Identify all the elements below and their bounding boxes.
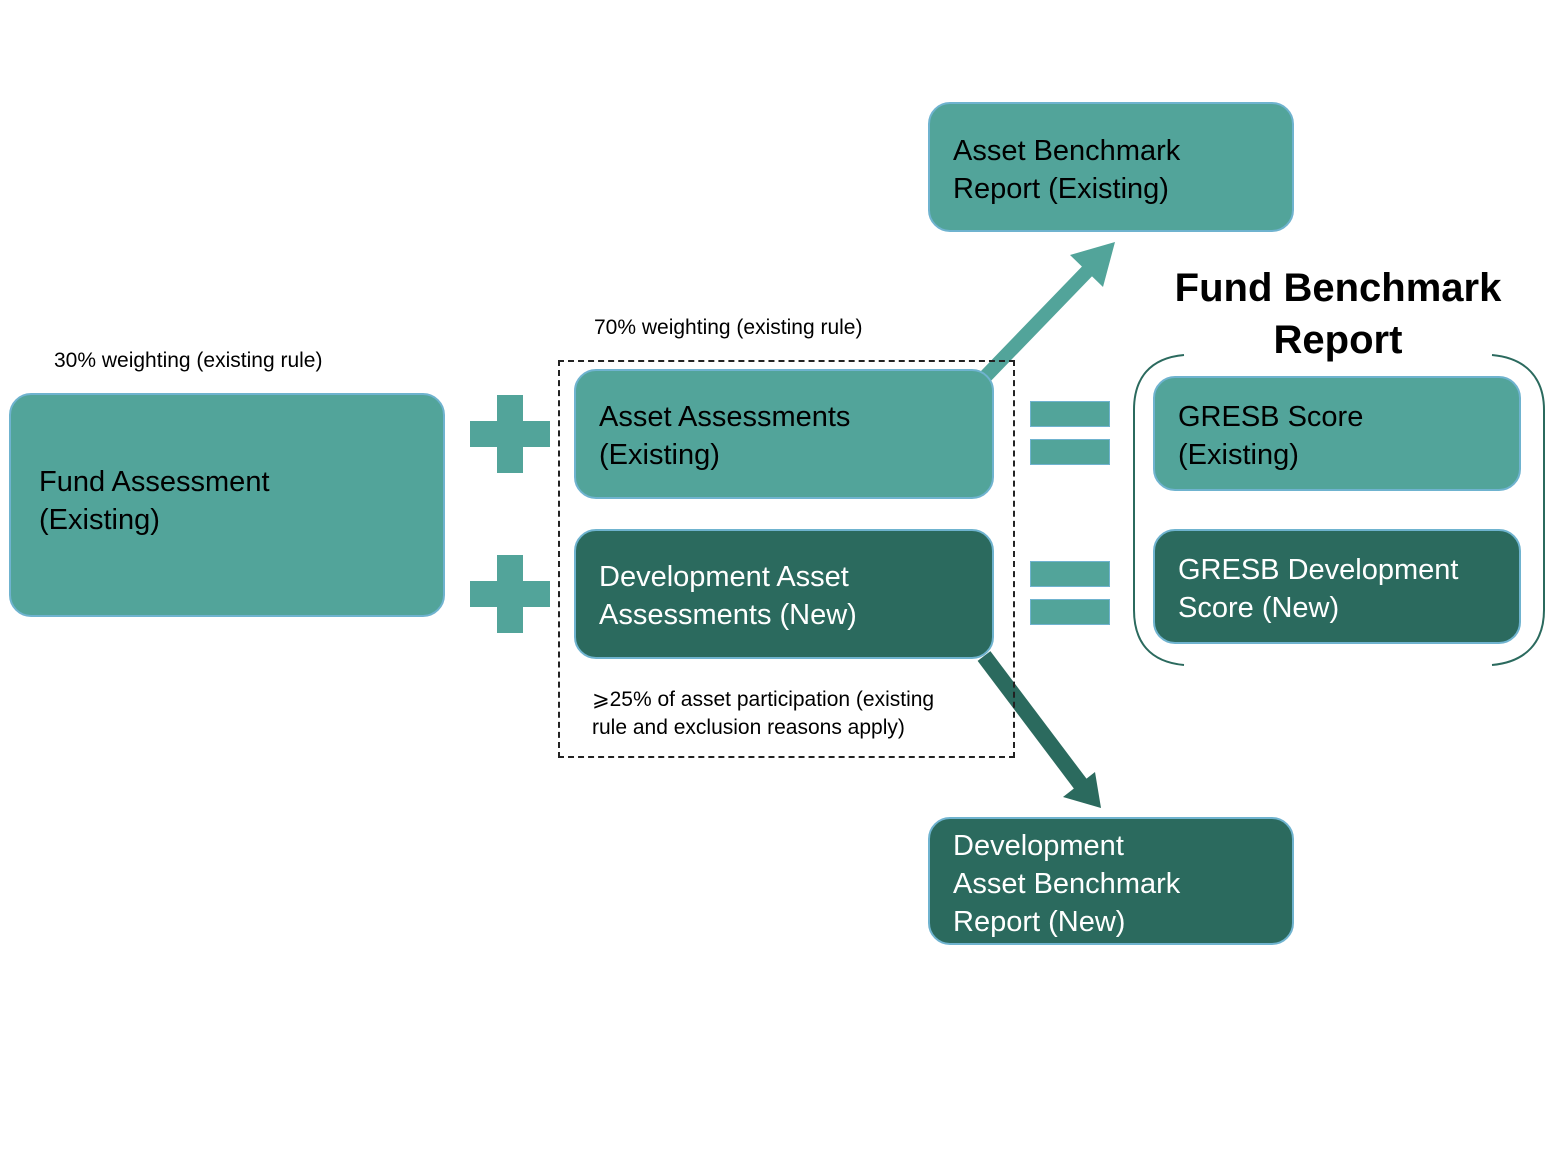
asset-weighting-note: 70% weighting (existing rule) xyxy=(594,316,863,339)
asset-assessments-line-1: Asset Assessments xyxy=(599,401,851,433)
fund-benchmark-report-title: Fund Benchmark Report xyxy=(1128,262,1548,366)
plus-icon xyxy=(470,395,550,473)
asset-benchmark-report-line-2: Report (Existing) xyxy=(953,173,1169,205)
equals-icon xyxy=(1030,401,1110,465)
fund-benchmark-report-title-line-1: Fund Benchmark xyxy=(1174,266,1502,310)
asset-assessments-box: Asset Assessments (Existing) xyxy=(574,369,994,499)
development-asset-benchmark-report-line-2: Asset Benchmark xyxy=(953,868,1181,900)
development-asset-assessments-line-2: Assessments (New) xyxy=(599,599,857,631)
development-asset-benchmark-report-box: Development Asset Benchmark Report (New) xyxy=(928,817,1294,945)
participation-note-line-2: rule and exclusion reasons apply) xyxy=(592,716,905,739)
asset-benchmark-report-line-1: Asset Benchmark xyxy=(953,135,1181,167)
asset-benchmark-report-box: Asset Benchmark Report (Existing) xyxy=(928,102,1294,232)
plus-icon xyxy=(470,555,550,633)
asset-assessments-group xyxy=(558,360,1015,758)
arrow-to-asset-benchmark-report xyxy=(978,242,1115,383)
fund-weighting-note: 30% weighting (existing rule) xyxy=(54,349,323,372)
gresb-score-box: GRESB Score (Existing) xyxy=(1153,376,1521,491)
fund-assessment-line-2: (Existing) xyxy=(39,504,160,536)
fund-assessment-box: Fund Assessment (Existing) xyxy=(9,393,445,617)
participation-note: ⩾25% of asset participation (existing ru… xyxy=(592,686,934,742)
development-asset-assessments-box: Development Asset Assessments (New) xyxy=(574,529,994,659)
development-asset-benchmark-report-line-1: Development xyxy=(953,830,1124,862)
gresb-development-score-line-1: GRESB Development xyxy=(1178,554,1459,586)
participation-note-line-1: ⩾25% of asset participation (existing xyxy=(592,688,935,711)
fund-benchmark-report-title-line-2: Report xyxy=(1273,318,1403,362)
gresb-score-line-1: GRESB Score xyxy=(1178,401,1364,433)
equals-icon xyxy=(1030,561,1110,625)
left-bracket xyxy=(1133,354,1185,666)
development-asset-benchmark-report-line-3: Report (New) xyxy=(953,906,1126,938)
arrow-to-development-asset-benchmark-report xyxy=(977,651,1101,808)
development-asset-assessments-line-1: Development Asset xyxy=(599,561,849,593)
gresb-development-score-line-2: Score (New) xyxy=(1178,592,1340,624)
right-bracket xyxy=(1491,354,1545,666)
fund-assessment-line-1: Fund Assessment xyxy=(39,466,270,498)
asset-assessments-line-2: (Existing) xyxy=(599,439,720,471)
gresb-development-score-box: GRESB Development Score (New) xyxy=(1153,529,1521,644)
gresb-score-line-2: (Existing) xyxy=(1178,439,1299,471)
